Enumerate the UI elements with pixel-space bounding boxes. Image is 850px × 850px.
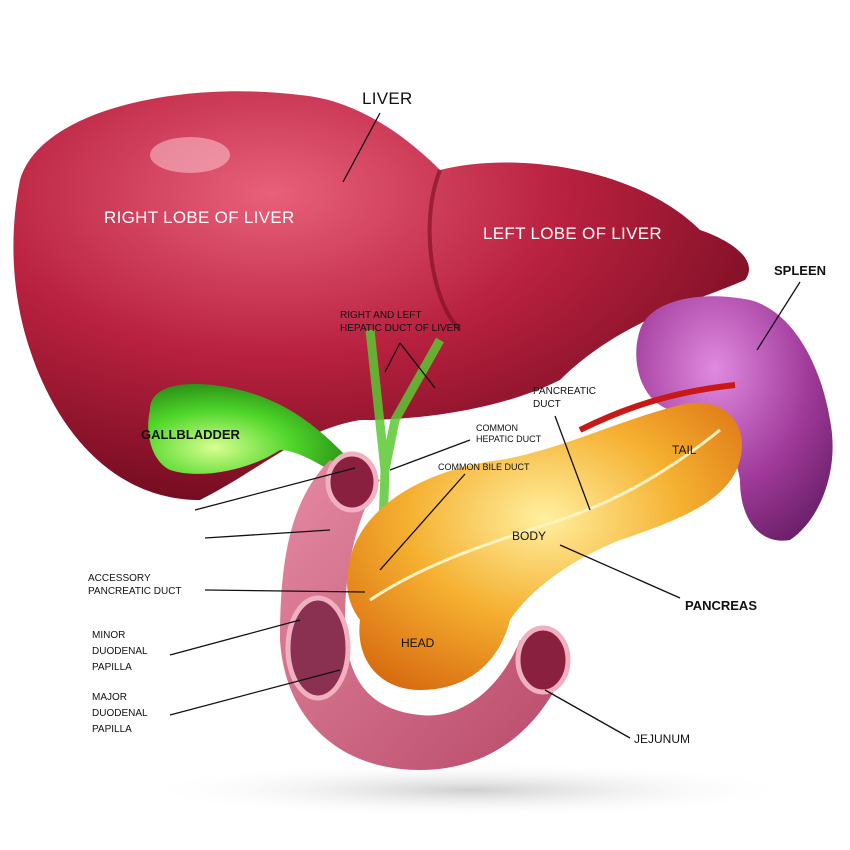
label-hepatic-ducts: RIGHT AND LEFT HEPATIC DUCT OF LIVER: [340, 310, 461, 335]
gallbladder-shape: [148, 384, 370, 490]
label-line: MAJOR: [92, 692, 127, 703]
label-line: PANCREATIC DUCT: [88, 585, 182, 597]
shadow: [140, 762, 800, 818]
label-common-bile-duct: COMMON BILE DUCT: [438, 462, 530, 472]
label-line: MINOR: [92, 630, 126, 641]
label-tail: TAIL: [672, 443, 697, 457]
label-right-lobe: RIGHT LOBE OF LIVER: [104, 208, 295, 227]
label-cystic-duct: CYSTIC DUCT: [88, 503, 169, 517]
label-pancreatic-duct: PANCREATIC DUCT: [533, 386, 596, 411]
label-line: RIGHT AND LEFT: [340, 310, 422, 321]
label-minor-papilla: MINOR DUODENAL PAPILLA: [92, 628, 148, 676]
jejunum-opening: [515, 625, 571, 695]
pancreatic-duct: [369, 428, 721, 602]
label-line: DUODENAL: [92, 646, 148, 657]
splenic-vessel: [578, 382, 736, 433]
liver-highlight: [150, 137, 230, 173]
duodenum-opening: [325, 451, 379, 513]
label-line: DUCT: [533, 398, 561, 410]
label-accessory-pancreatic-duct: ACCESSORY PANCREATIC DUCT: [88, 573, 182, 598]
label-line: HEPATIC DUCT OF LIVER: [340, 322, 461, 334]
label-liver: LIVER: [362, 89, 413, 108]
label-line: HEPATIC DUCT: [476, 434, 542, 445]
label-line: PANCREATIC: [533, 386, 596, 397]
liver-lobe-groove: [427, 169, 462, 332]
label-duodenum: DUODENUM: [88, 530, 159, 544]
duodenum-shape: [280, 460, 560, 770]
label-line: COMMON: [476, 423, 518, 433]
label-gallbladder: GALLBLADDER: [141, 427, 240, 442]
duodenum-cut: [285, 595, 351, 701]
label-jejunum: JEJUNUM: [634, 732, 690, 746]
label-line: DUODENAL: [92, 708, 148, 719]
leader-lines: [169, 112, 801, 739]
label-spleen: SPLEEN: [774, 263, 827, 278]
label-major-papilla: MAJOR DUODENAL PAPILLA: [92, 690, 148, 738]
label-line: PAPILLA: [92, 662, 132, 673]
label-head: HEAD: [401, 636, 435, 650]
label-line: PAPILLA: [92, 724, 132, 735]
label-common-hepatic-duct: COMMON HEPATIC DUCT: [476, 423, 541, 446]
label-left-lobe: LEFT LOBE OF LIVER: [483, 224, 662, 243]
spleen-shape: [636, 296, 833, 541]
pancreas-shape: [347, 402, 742, 690]
label-body: BODY: [512, 529, 547, 543]
label-pancreas: PANCREAS: [685, 598, 757, 613]
label-line: ACCESSORY: [88, 573, 151, 584]
